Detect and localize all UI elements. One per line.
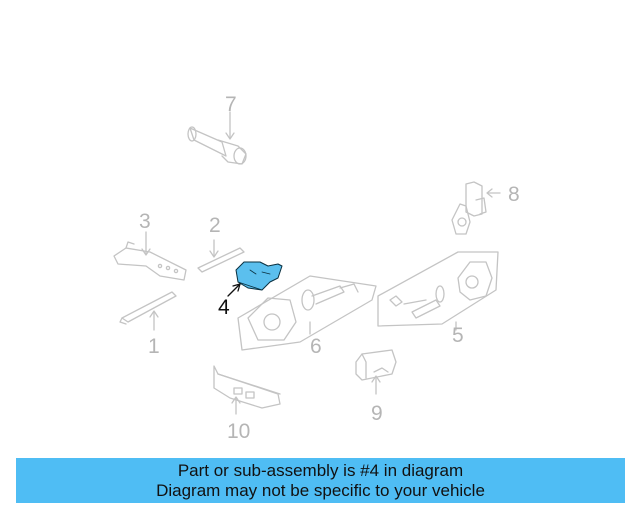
callout-3[interactable]: 3 — [139, 210, 151, 233]
part-10-drawing — [213, 365, 281, 415]
part-5-drawing — [377, 251, 499, 331]
banner-part-line: Part or sub-assembly is #4 in diagram — [177, 460, 464, 480]
callout-5[interactable]: 5 — [452, 324, 464, 347]
info-banner: Part or sub-assembly is #4 in diagram Di… — [16, 458, 625, 503]
callout-7[interactable]: 7 — [225, 93, 237, 116]
callout-4[interactable]: 4 — [218, 296, 230, 319]
part-4-highlighted-drawing — [227, 261, 283, 297]
part-8-drawing — [451, 181, 501, 235]
callout-1[interactable]: 1 — [148, 335, 160, 358]
callout-6[interactable]: 6 — [310, 335, 322, 358]
part-1-drawing — [119, 291, 177, 331]
part-9-drawing — [355, 349, 397, 395]
callout-9[interactable]: 9 — [371, 402, 383, 425]
callout-2[interactable]: 2 — [209, 214, 221, 237]
part-3-drawing — [113, 231, 187, 281]
callout-10[interactable]: 10 — [227, 420, 251, 443]
part-6-drawing — [237, 275, 377, 351]
banner-disclaimer-line: Diagram may not be specific to your vehi… — [156, 480, 485, 500]
part-7-drawing — [187, 111, 247, 165]
callout-8[interactable]: 8 — [508, 183, 520, 206]
part-2-drawing — [197, 239, 245, 273]
